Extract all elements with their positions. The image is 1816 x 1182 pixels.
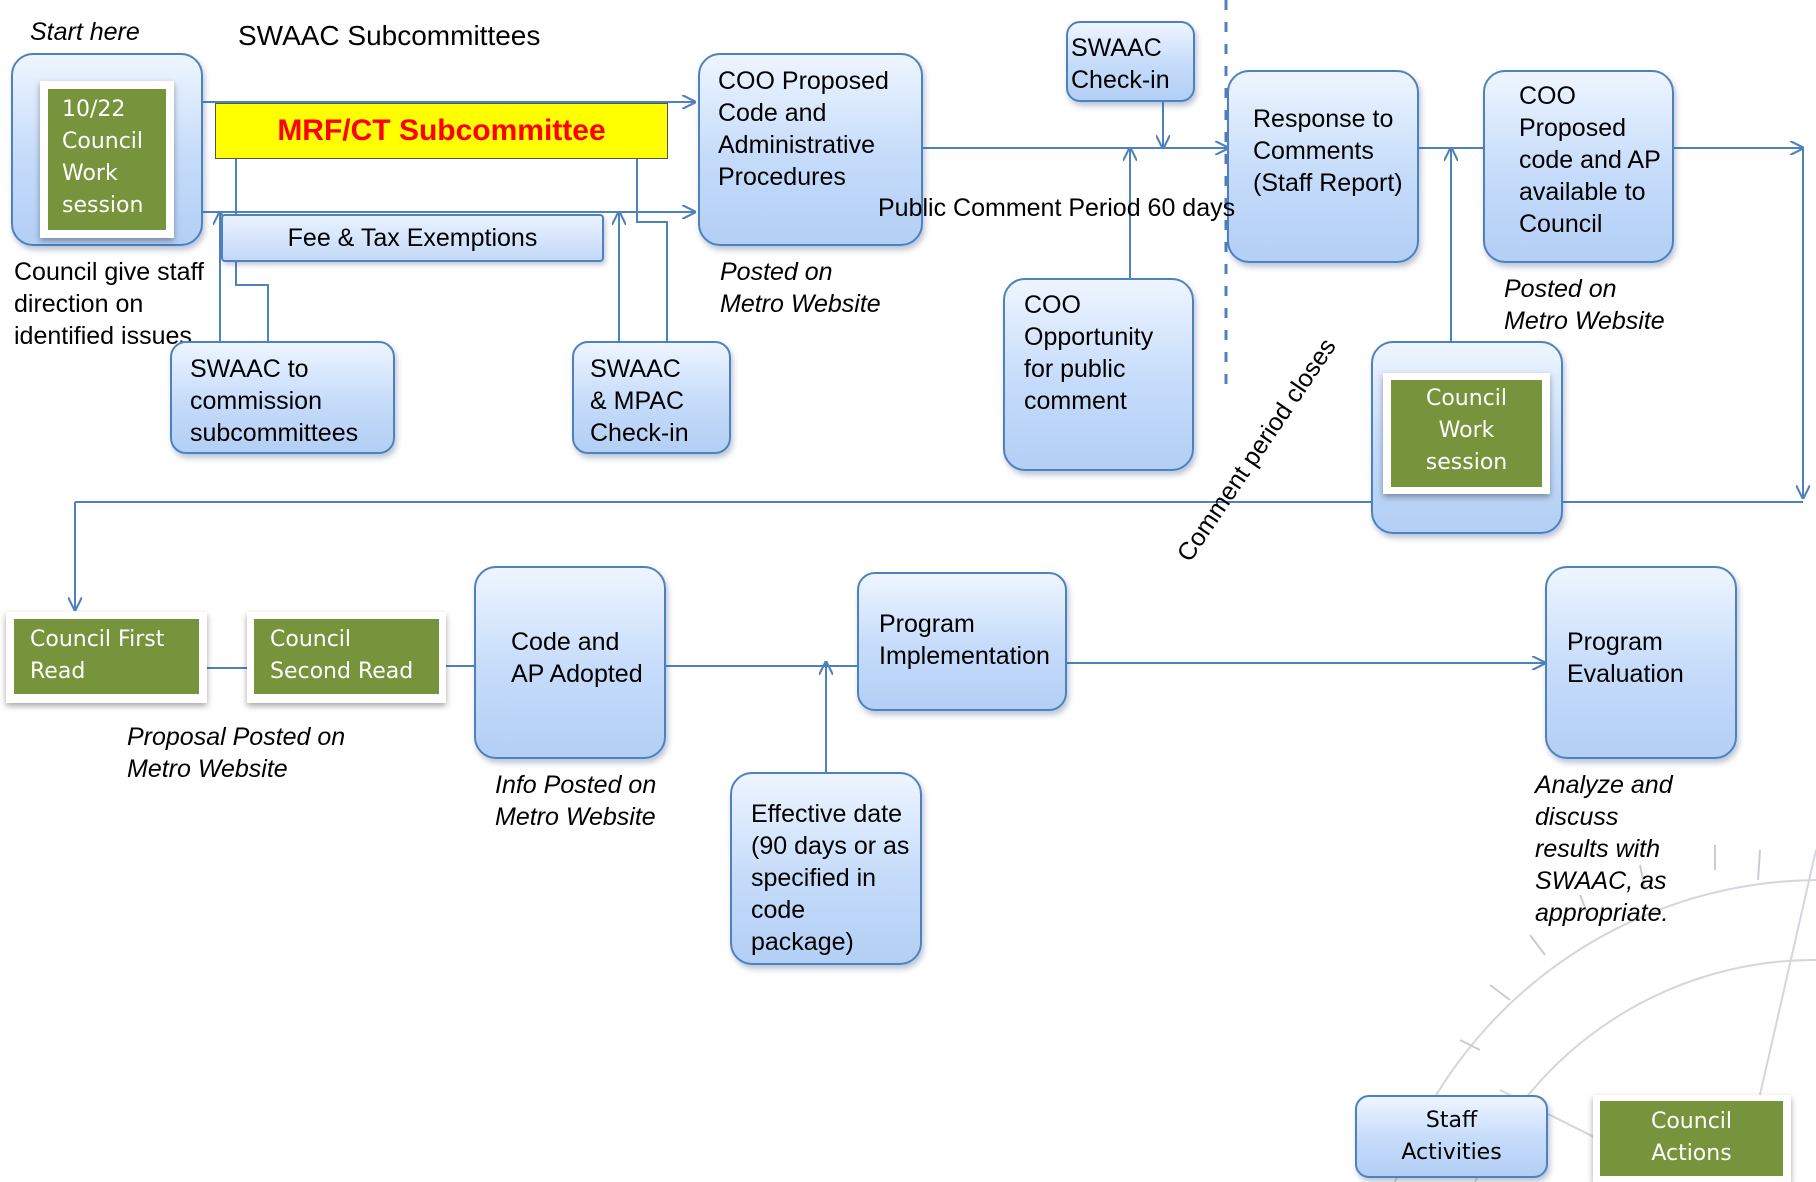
coo-opportunity-box[interactable]: COO Opportunity for public comment [1003,278,1194,471]
coo-proposed-available-box[interactable]: COO Proposed code and AP available to Co… [1483,70,1674,263]
legend-council-actions: Council Actions [1600,1101,1783,1176]
council-work-session-start-label: 10/22 Council Work session [62,97,144,218]
council-second-read-label: Council Second Read [270,627,414,684]
swaac-mpac-checkin-box[interactable]: SWAAC & MPAC Check-in [572,341,731,454]
fee-tax-exemptions-label: Fee & Tax Exemptions [287,224,538,252]
code-ap-adopted-label: Code and AP Adopted [511,628,643,688]
swaac-checkin-box[interactable]: SWAAC Check-in [1066,21,1195,102]
note-info-posted: Info Posted on Metro Website [495,771,657,831]
coo-opportunity-label: COO Opportunity for public comment [1024,291,1154,415]
note-posted-2: Posted on Metro Website [1504,275,1665,335]
council-work-session-2-label: Council Work session [1425,386,1508,475]
response-to-comments-label: Response to Comments (Staff Report) [1253,105,1403,197]
public-comment-period-label: Public Comment Period 60 days [878,194,1236,222]
swaac-commission-box[interactable]: SWAAC to commission subcommittees [170,341,395,454]
note-council-direction: Council give staff direction on identifi… [14,258,204,350]
swaac-checkin-label: SWAAC Check-in [1071,34,1170,94]
council-first-read-label: Council First Read [30,627,165,684]
coo-proposed-code-box[interactable]: COO Proposed Code and Administrative Pro… [698,53,923,246]
mrf-ct-subcommittee-banner: MRF/CT Subcommittee [215,103,668,159]
council-second-read[interactable]: Council Second Read [254,619,439,694]
legend-staff-activities: Staff Activities [1355,1095,1548,1178]
program-evaluation-box[interactable]: Program Evaluation [1545,566,1737,759]
mrf-ct-subcommittee-label: MRF/CT Subcommittee [277,114,606,147]
legend-council-actions-label: Council Actions [1650,1109,1733,1166]
effective-date-label: Effective date (90 days or as specified … [751,800,910,956]
code-ap-adopted-box[interactable]: Code and AP Adopted [474,566,666,759]
diagram-title: SWAAC Subcommittees [238,20,541,51]
swaac-commission-label: SWAAC to commission subcommittees [190,355,359,447]
note-analyze: Analyze and discuss results with SWAAC, … [1535,771,1673,927]
coo-proposed-code-label: COO Proposed Code and Administrative Pro… [718,67,889,191]
council-first-read[interactable]: Council First Read [14,619,199,694]
program-evaluation-label: Program Evaluation [1567,628,1684,688]
council-work-session-start[interactable]: 10/22 Council Work session [48,89,166,230]
effective-date-box[interactable]: Effective date (90 days or as specified … [730,772,922,965]
legend-staff-activities-label: Staff Activities [1401,1108,1502,1165]
start-note: Start here [30,18,140,46]
swaac-mpac-checkin-label: SWAAC & MPAC Check-in [590,355,689,447]
coo-proposed-available-label: COO Proposed code and AP available to Co… [1519,82,1661,238]
note-posted-1: Posted on Metro Website [720,258,881,318]
program-implementation-label: Program Implementation [879,610,1050,670]
program-implementation-box[interactable]: Program Implementation [857,572,1067,711]
fee-tax-exemptions-bar[interactable]: Fee & Tax Exemptions [221,214,604,262]
council-work-session-2[interactable]: Council Work session [1391,380,1542,487]
response-to-comments-box[interactable]: Response to Comments (Staff Report) [1227,70,1419,263]
note-proposal-posted: Proposal Posted on Metro Website [127,723,346,783]
